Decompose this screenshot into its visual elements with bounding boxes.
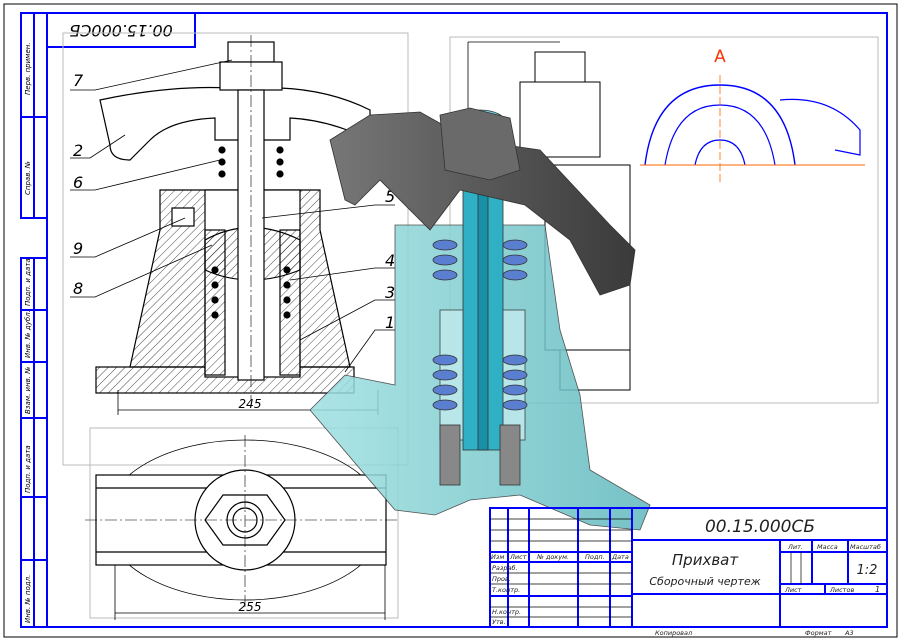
sheets-label: Листов bbox=[829, 586, 854, 594]
stamp-original-inv: Инв. № подл. bbox=[24, 575, 32, 623]
header-mass: Масса bbox=[817, 543, 838, 551]
header-scale: Масштаб bbox=[850, 543, 881, 551]
callout-9: 9 bbox=[73, 239, 83, 258]
side-stamps bbox=[20, 12, 48, 628]
format-value: А3 bbox=[844, 629, 854, 637]
stamp-sign-date-2: Подп. и дата bbox=[24, 445, 32, 493]
callout-7: 7 bbox=[73, 71, 84, 90]
callout-8: 8 bbox=[73, 279, 83, 298]
3d-model-cutaway bbox=[309, 107, 651, 531]
format-label: Формат bbox=[805, 629, 832, 637]
dimension-245-label: 245 bbox=[239, 397, 262, 411]
stamp-sign-date-1: Подп. и дата bbox=[24, 258, 32, 306]
callout-6: 6 bbox=[73, 173, 83, 192]
dimension-255 bbox=[114, 565, 386, 620]
title-block-thin-lines bbox=[4, 518, 897, 638]
drawing-title: Прихват bbox=[672, 551, 739, 569]
side-view-area bbox=[449, 36, 879, 404]
designation: 00.15.000СБ bbox=[705, 517, 815, 537]
stamp-dup-inv: Инв. № дубл. bbox=[24, 310, 32, 358]
scale-value: 1:2 bbox=[857, 563, 878, 578]
sheets-count: 1 bbox=[875, 585, 880, 594]
callout-4: 4 bbox=[385, 251, 395, 270]
header-sheet: Лист bbox=[509, 553, 527, 561]
section-a-view bbox=[640, 75, 865, 185]
callout-1: 1 bbox=[385, 313, 395, 332]
header-signature: Подп. bbox=[585, 553, 605, 561]
front-section-view bbox=[95, 35, 371, 400]
copied-label: Копировал bbox=[655, 629, 692, 637]
sheet-label: Лист bbox=[784, 586, 802, 594]
callout-3: 3 bbox=[385, 283, 395, 302]
row-checked: Пров. bbox=[492, 575, 511, 583]
row-developed: Разраб. bbox=[492, 564, 518, 572]
header-letter: Лит. bbox=[787, 543, 803, 551]
stamp-replace-inv: Взам. инв. № bbox=[24, 366, 32, 414]
stamp-reference-no: Справ. № bbox=[24, 161, 32, 195]
row-tech-control: Т.контр. bbox=[492, 586, 520, 594]
stamp-first-use: Перв. примен. bbox=[24, 42, 32, 95]
dimension-255-label: 255 bbox=[239, 600, 262, 614]
header-change: Изм bbox=[491, 553, 504, 561]
callout-5: 5 bbox=[385, 187, 395, 206]
top-view bbox=[85, 435, 400, 610]
row-approved: Утв. bbox=[492, 618, 506, 626]
header-doc-no: № докум. bbox=[536, 553, 569, 561]
callout-leaders bbox=[70, 59, 395, 373]
header-date: Дата bbox=[611, 553, 629, 561]
callout-2: 2 bbox=[73, 141, 83, 160]
rotated-designation-stamp: 00.15.000СБ bbox=[46, 12, 196, 48]
rotated-designation: 00.15.000СБ bbox=[69, 21, 173, 40]
top-view-area bbox=[89, 427, 399, 619]
document-type: Сборочный чертеж bbox=[649, 575, 760, 588]
section-label-a: А bbox=[714, 47, 726, 67]
row-norm-control: Н.контр. bbox=[492, 608, 521, 616]
